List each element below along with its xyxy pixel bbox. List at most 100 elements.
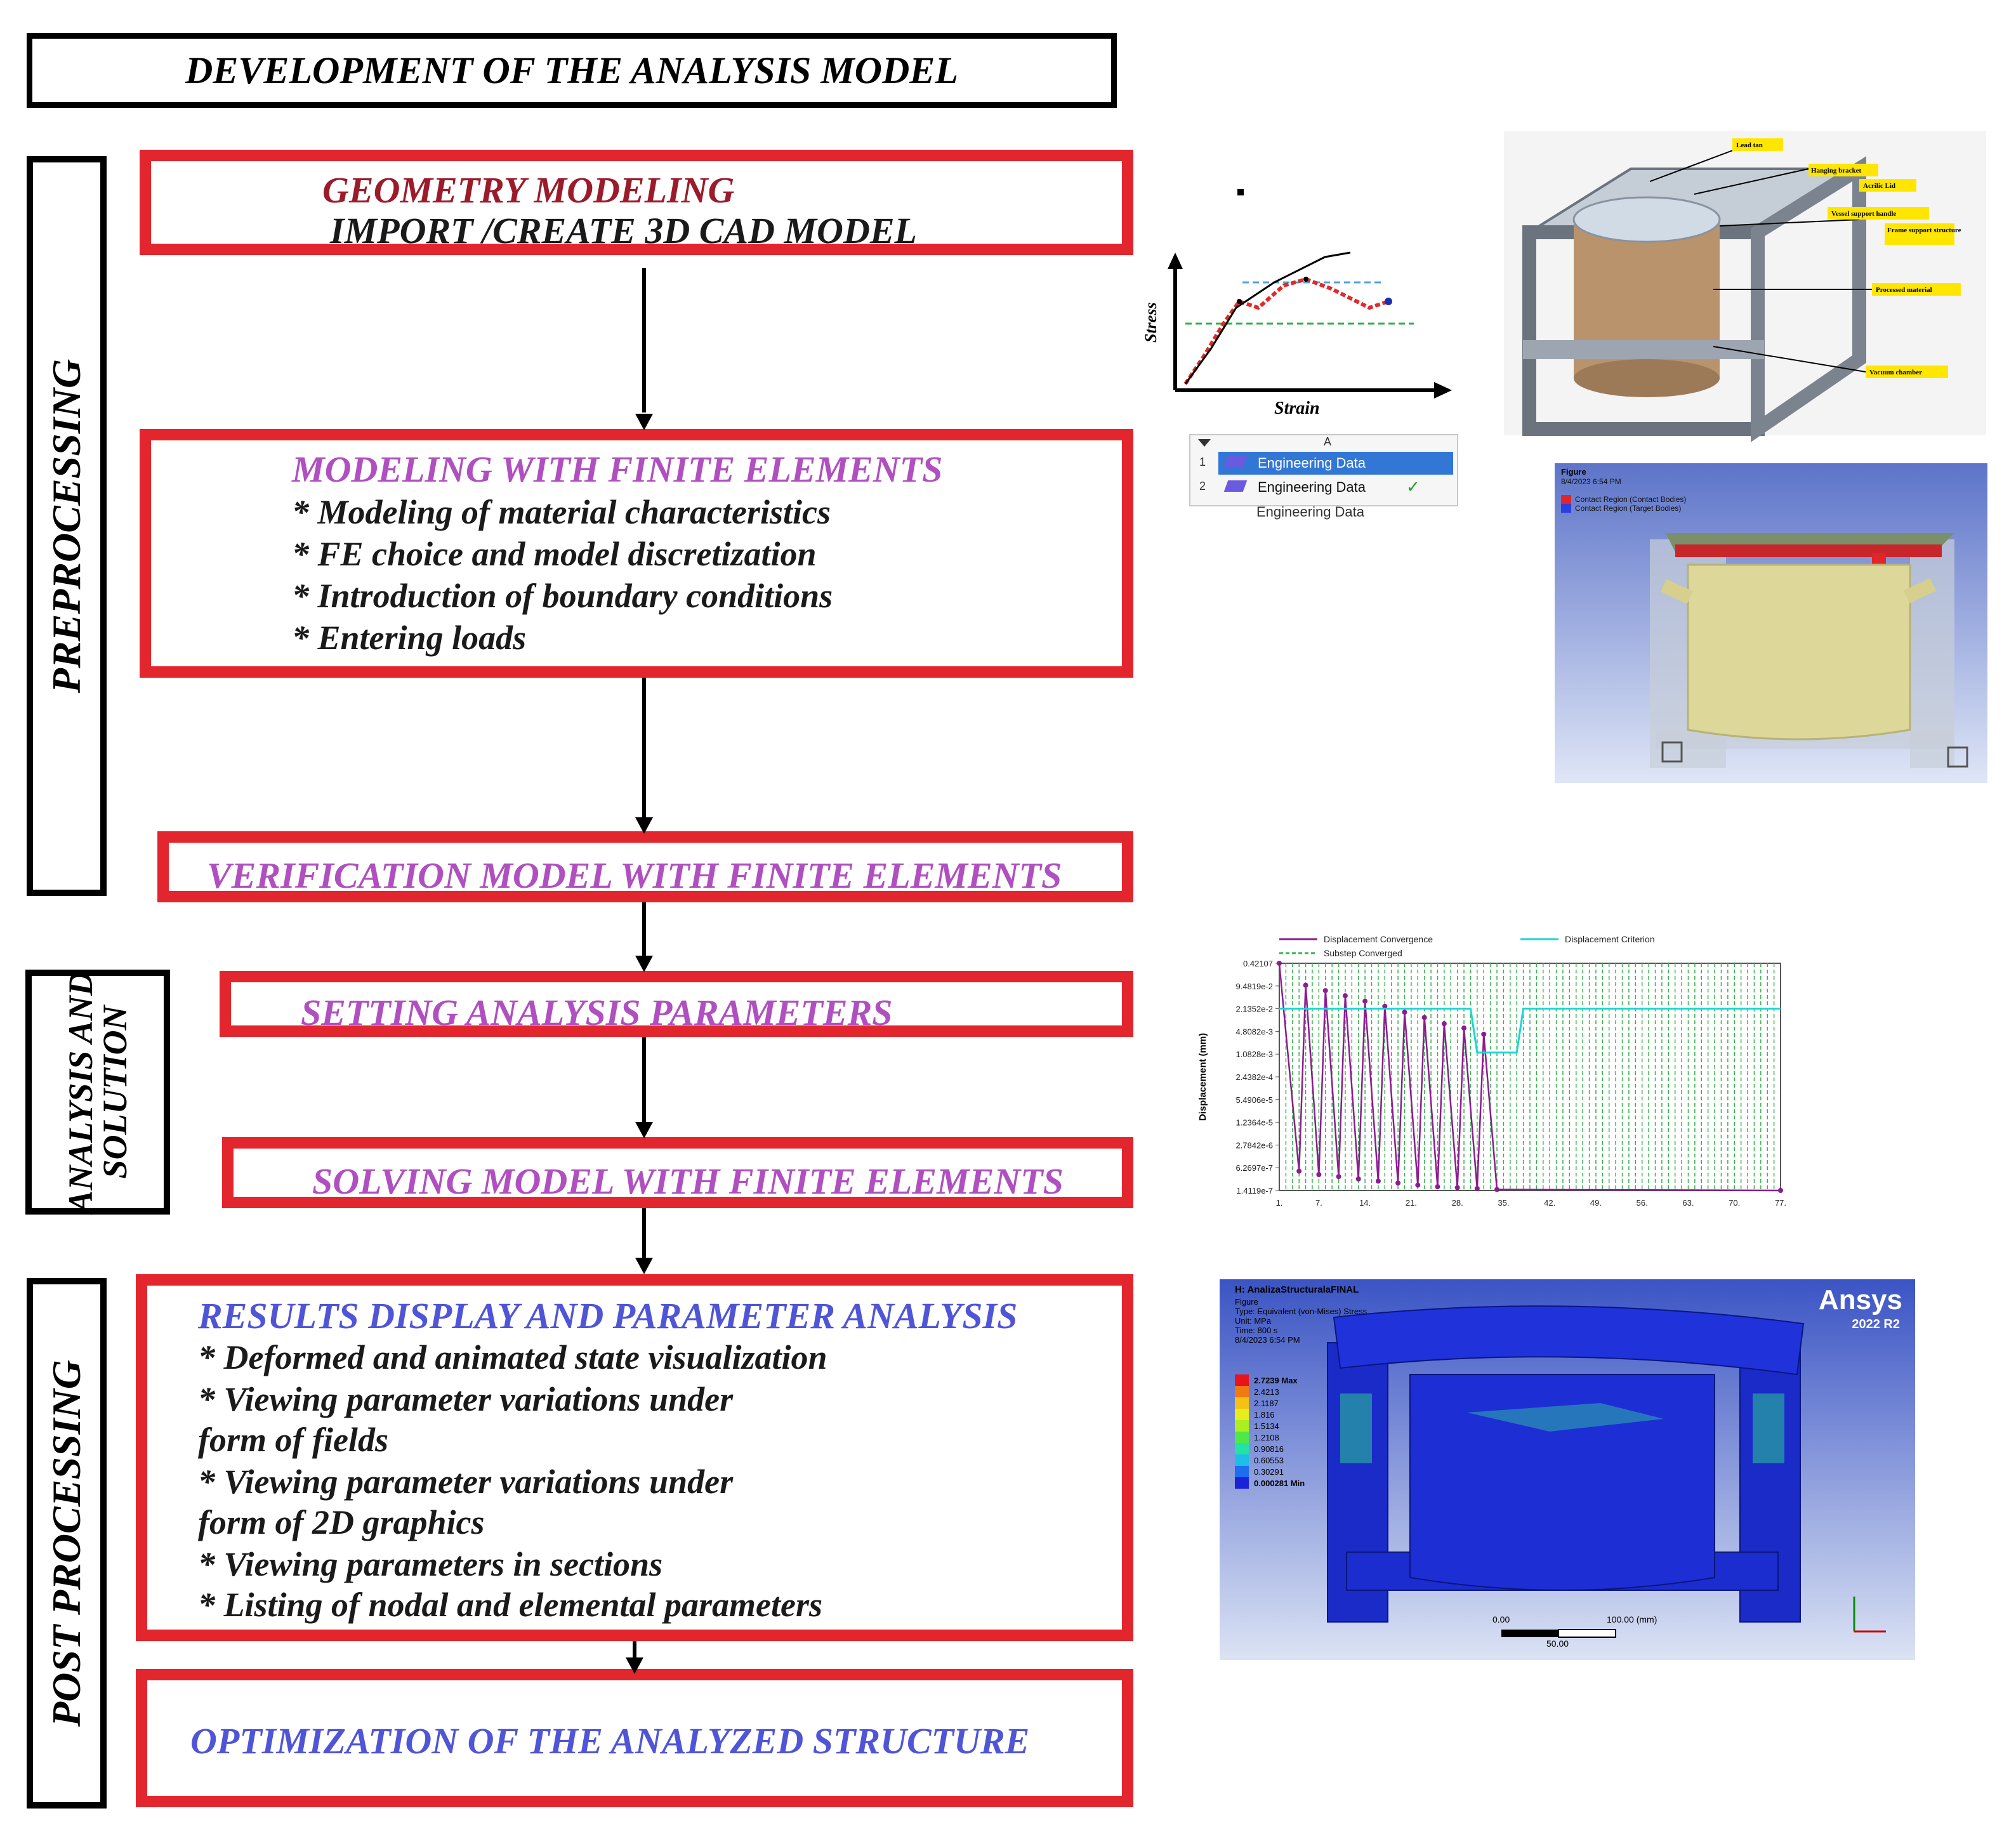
setting-heading: SETTING ANALYSIS PARAMETERS (301, 992, 893, 1033)
flow-arrowhead-6 (626, 1657, 643, 1674)
convergence-point (1421, 1015, 1427, 1020)
engineering-row[interactable]: 1 Engineering Data (1190, 452, 1457, 475)
y-tick-label: 1.0828e-3 (1235, 1050, 1273, 1059)
convergence-point (1778, 1188, 1783, 1193)
convergence-point (1336, 1174, 1341, 1180)
cad-model-image: Lead tan Hanging bracket Acrilic Lid Ves… (1504, 131, 1986, 442)
geometry-modeling-box: GEOMETRY MODELING IMPORT /CREATE 3D CAD … (140, 150, 1133, 255)
convergence-point (1415, 1182, 1421, 1188)
flow-arrow-6 (633, 1641, 636, 1660)
optimization-box: OPTIMIZATION OF THE ANALYZED STRUCTURE (136, 1669, 1133, 1807)
series-displacement-criterion (1279, 1008, 1781, 1054)
stress-strain-plot: Stress Strain (1142, 251, 1452, 418)
results-item: * Viewing parameters in sections (198, 1545, 663, 1583)
verification-heading: VERIFICATION MODEL WITH FINITE ELEMENTS (207, 855, 1062, 896)
convergence-point (1355, 1176, 1361, 1182)
y-tick-label: 2.7842e-6 (1235, 1140, 1273, 1150)
dot-mark (1237, 189, 1244, 195)
contact-legend: Contact Region (Contact Bodies) Contact … (1561, 495, 1686, 513)
engineering-data-panel: A 1 Engineering Data 2 Engineering Data … (1189, 434, 1458, 506)
convergence-point (1461, 1025, 1467, 1031)
convergence-point (1375, 1178, 1381, 1184)
x-tick-label: 1. (1276, 1198, 1283, 1208)
phase-preprocessing: PREPROCESSING (27, 156, 107, 896)
flow-arrow-1 (642, 268, 646, 412)
fe-item: * Introduction of boundary conditions (292, 577, 833, 615)
convergence-point (1303, 982, 1308, 988)
cad-label: Frame support structure (1887, 227, 1961, 234)
phase-preprocessing-label: PREPROCESSING (44, 359, 89, 694)
convergence-point (1494, 1187, 1500, 1192)
y-tick-label: 4.8082e-3 (1235, 1027, 1273, 1036)
dropdown-arrow-icon (1198, 439, 1211, 447)
y-axis-label: Displacement (mm) (1197, 1033, 1208, 1121)
flow-arrow-5 (642, 1208, 646, 1259)
y-tick-label: 2.4382e-4 (1235, 1072, 1273, 1082)
ansys-legend: 2.7239 Max 2.4213 2.1187 1.816 1.5134 1.… (1235, 1374, 1305, 1489)
convergence-point (1322, 988, 1328, 994)
y-tick-label: 6.2697e-7 (1235, 1163, 1273, 1173)
convergence-point (1296, 1168, 1302, 1174)
results-item: form of 2D graphics (198, 1503, 485, 1541)
cad-label: Acrilic Lid (1863, 182, 1895, 190)
setting-parameters-box: SETTING ANALYSIS PARAMETERS (220, 971, 1133, 1037)
scale-left: 0.00 (1492, 1614, 1510, 1624)
cad-label: Lead tan (1736, 142, 1763, 149)
x-tick-label: 14. (1359, 1198, 1371, 1208)
convergence-point (1474, 1185, 1480, 1191)
y-tick-label: 5.4906e-5 (1235, 1095, 1273, 1105)
contact-date: 8/4/2023 6:54 PM (1561, 477, 1621, 486)
ansys-header: H: AnalizaStructuralaFINAL (1235, 1284, 1359, 1295)
verification-box: VERIFICATION MODEL WITH FINITE ELEMENTS (157, 831, 1133, 902)
column-a: A (1324, 435, 1332, 448)
cad-label: Vacuum chamber (1869, 369, 1922, 376)
legend-label: Displacement Criterion (1565, 934, 1655, 944)
y-tick-label: 0.42107 (1243, 959, 1273, 968)
legend-label: Displacement Convergence (1324, 934, 1433, 944)
fe-item: * FE choice and model discretization (292, 535, 817, 573)
y-tick-label: 2.1352e-2 (1235, 1005, 1273, 1014)
convergence-point (1454, 1185, 1460, 1190)
ansys-version: 2022 R2 (1852, 1317, 1900, 1331)
x-tick-label: 56. (1637, 1198, 1648, 1208)
convergence-point (1441, 1021, 1447, 1027)
flow-arrow-2 (642, 678, 646, 817)
optimization-heading: OPTIMIZATION OF THE ANALYZED STRUCTURE (190, 1720, 1030, 1762)
x-tick-label: 7. (1315, 1198, 1322, 1208)
diagram-title: DEVELOPMENT OF THE ANALYSIS MODEL (27, 33, 1117, 108)
convergence-point (1395, 1180, 1401, 1186)
geometry-sub: IMPORT /CREATE 3D CAD MODEL (330, 210, 917, 251)
contact-title: Figure (1561, 467, 1586, 477)
results-item: form of fields (198, 1421, 388, 1459)
convergence-point (1435, 1184, 1440, 1190)
cad-label: Hanging bracket (1811, 167, 1861, 175)
stress-label: Stress (1142, 302, 1160, 343)
results-item: * Listing of nodal and elemental paramet… (198, 1586, 823, 1624)
phase-postprocessing: POST PROCESSING (27, 1278, 107, 1809)
x-tick-label: 77. (1775, 1198, 1786, 1208)
y-tick-label: 9.4819e-2 (1235, 982, 1273, 991)
flow-arrowhead-4 (635, 1122, 653, 1138)
results-item: * Viewing parameter variations under (198, 1380, 734, 1418)
fe-item: * Modeling of material characteristics (292, 493, 831, 531)
flow-arrowhead-5 (635, 1258, 653, 1274)
scale-mid: 50.00 (1546, 1638, 1569, 1649)
convergence-point (1402, 1010, 1407, 1015)
geometry-heading: GEOMETRY MODELING (322, 169, 735, 211)
engineering-row[interactable]: 2 Engineering Data ✓ (1199, 477, 1420, 496)
x-tick-label: 35. (1498, 1198, 1509, 1208)
x-tick-label: 63. (1682, 1198, 1694, 1208)
legend-label: Substep Converged (1324, 948, 1402, 958)
y-tick-label: 1.2364e-5 (1235, 1118, 1273, 1128)
fe-modeling-box: MODELING WITH FINITE ELEMENTS * Modeling… (140, 429, 1133, 678)
x-tick-label: 21. (1406, 1198, 1417, 1208)
ansys-logo: Ansys (1818, 1284, 1902, 1315)
cad-label: Processed material (1876, 286, 1932, 294)
convergence-point (1382, 1003, 1388, 1009)
fe-heading: MODELING WITH FINITE ELEMENTS (292, 449, 943, 490)
x-tick-label: 42. (1544, 1198, 1555, 1208)
